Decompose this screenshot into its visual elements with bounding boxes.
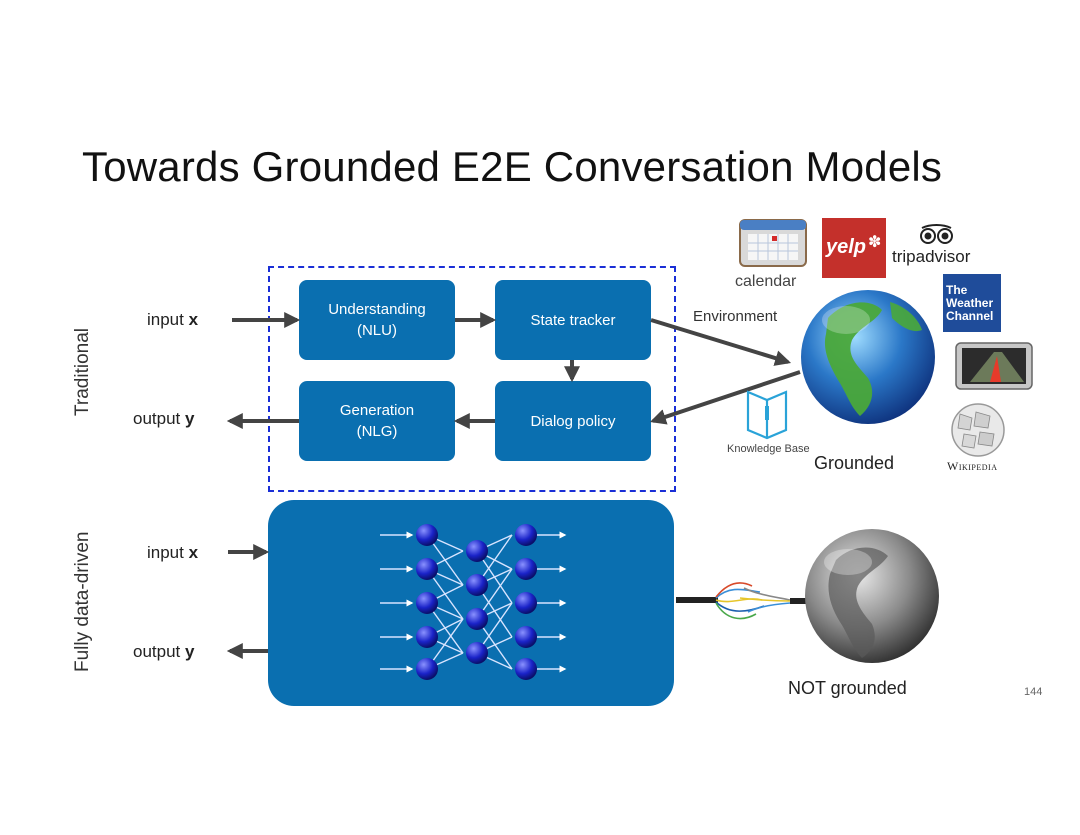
knowledge-base-book-icon bbox=[746, 390, 788, 440]
nlg-label: Generation bbox=[339, 402, 415, 419]
nlu-label: Understanding bbox=[328, 301, 426, 318]
page-number: 144 bbox=[1024, 686, 1043, 698]
neuron bbox=[466, 540, 488, 562]
yelp-logo-text: yelp bbox=[826, 236, 867, 258]
e2e-input-label: input x bbox=[147, 543, 199, 562]
earth-globe-icon bbox=[801, 290, 935, 424]
weather-logo-line1: The bbox=[946, 283, 968, 297]
neuron bbox=[466, 608, 488, 630]
dialog-policy-module: Dialog policy bbox=[495, 381, 651, 461]
traditional-input-label: input x bbox=[147, 310, 199, 329]
nlg-module: Generation (NLG) bbox=[299, 381, 455, 461]
frayed-cable-icon bbox=[676, 582, 806, 620]
neuron bbox=[515, 592, 537, 614]
knowledge-base-label: Knowledge Base bbox=[727, 443, 810, 455]
pipeline-boundary bbox=[268, 266, 676, 492]
nlu-module: Understanding (NLU) bbox=[299, 280, 455, 360]
e2e-output-label: output y bbox=[133, 642, 195, 661]
environment-label: Environment bbox=[693, 308, 778, 325]
neuron bbox=[416, 558, 438, 580]
yelp-logo: yelp ✽ bbox=[822, 218, 886, 278]
dialog-policy-label: Dialog policy bbox=[530, 412, 616, 430]
weather-logo-line3: Channel bbox=[946, 309, 994, 323]
neuron bbox=[466, 574, 488, 596]
grounded-label: Grounded bbox=[814, 453, 895, 473]
neuron bbox=[416, 626, 438, 648]
neural-network-panel bbox=[268, 500, 674, 706]
env-to-policy-arrow bbox=[649, 370, 801, 425]
calendar-icon bbox=[739, 219, 807, 267]
neuron bbox=[416, 524, 438, 546]
state-tracker-label: State tracker bbox=[530, 311, 616, 329]
neuron bbox=[466, 642, 488, 664]
wikipedia-logo-text: Wikipedia bbox=[947, 459, 998, 473]
weather-logo-line2: Weather bbox=[946, 296, 994, 310]
neuron bbox=[515, 626, 537, 648]
traditional-output-label: output y bbox=[133, 409, 195, 428]
tracker-to-env-arrow bbox=[650, 318, 792, 366]
page-title: Towards Grounded E2E Conversation Models bbox=[82, 143, 943, 190]
tripadvisor-owl-icon bbox=[920, 224, 953, 244]
weather-channel-logo: The Weather Channel bbox=[943, 274, 1001, 332]
yelp-burst-icon: ✽ bbox=[868, 234, 882, 251]
not-grounded-label: NOT grounded bbox=[788, 678, 907, 698]
gps-device-icon bbox=[955, 342, 1033, 390]
neuron bbox=[515, 658, 537, 680]
neuron bbox=[416, 658, 438, 680]
grey-globe-icon bbox=[805, 529, 939, 663]
nlg-abbr: (NLG) bbox=[356, 423, 398, 440]
neuron bbox=[416, 592, 438, 614]
tripadvisor-logo-text: tripadvisor bbox=[892, 247, 971, 266]
state-tracker-module: State tracker bbox=[495, 280, 651, 360]
wikipedia-globe-icon bbox=[951, 403, 1005, 457]
neuron bbox=[515, 558, 537, 580]
nlu-abbr: (NLU) bbox=[356, 322, 397, 339]
neuron bbox=[515, 524, 537, 546]
calendar-label: calendar bbox=[735, 273, 797, 290]
neurons bbox=[416, 524, 537, 680]
